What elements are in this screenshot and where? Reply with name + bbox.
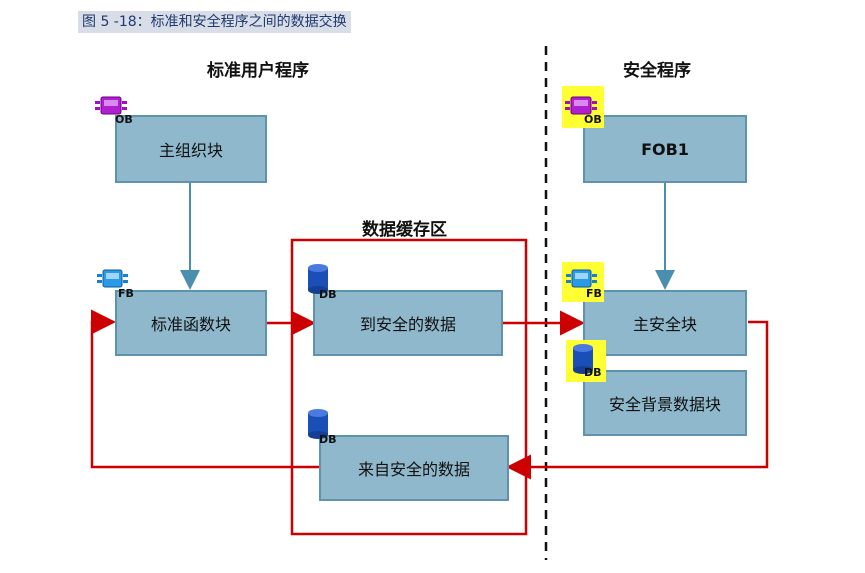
fob1-block: FOB1 (583, 115, 747, 183)
arrow-buffer-to-fb (90, 309, 319, 469)
db-icon (308, 264, 328, 294)
data-buffer-title: 数据缓存区 (362, 220, 447, 240)
standard-program-title: 标准用户程序 (207, 61, 309, 81)
standard-fb-block: 标准函数块 (115, 290, 267, 356)
to-safety-data-block: 到安全的数据 (313, 290, 503, 356)
ob-icon (565, 96, 597, 115)
ob-badge: OB (115, 113, 133, 126)
db-badge: DB (584, 366, 602, 379)
fb-icon (97, 269, 128, 288)
ob-badge: OB (584, 113, 602, 126)
arrow-safety-to-buffer (506, 320, 769, 480)
figure-caption: 图 5 -18：标准和安全程序之间的数据交换 (78, 11, 351, 33)
db-icon (308, 409, 328, 439)
main-ob-block: 主组织块 (115, 115, 267, 183)
from-safety-data-block: 来自安全的数据 (319, 435, 509, 501)
db-badge: DB (319, 288, 337, 301)
safety-instance-db-block: 安全背景数据块 (583, 370, 747, 436)
ob-icon (95, 96, 127, 115)
db-badge: DB (319, 433, 337, 446)
fb-icon (566, 269, 597, 288)
fb-badge: FB (586, 287, 602, 300)
fb-badge: FB (118, 287, 134, 300)
main-safety-block: 主安全块 (583, 290, 747, 356)
data-buffer-frame (290, 238, 528, 536)
db-icon (573, 344, 593, 374)
safety-program-title: 安全程序 (623, 61, 691, 81)
